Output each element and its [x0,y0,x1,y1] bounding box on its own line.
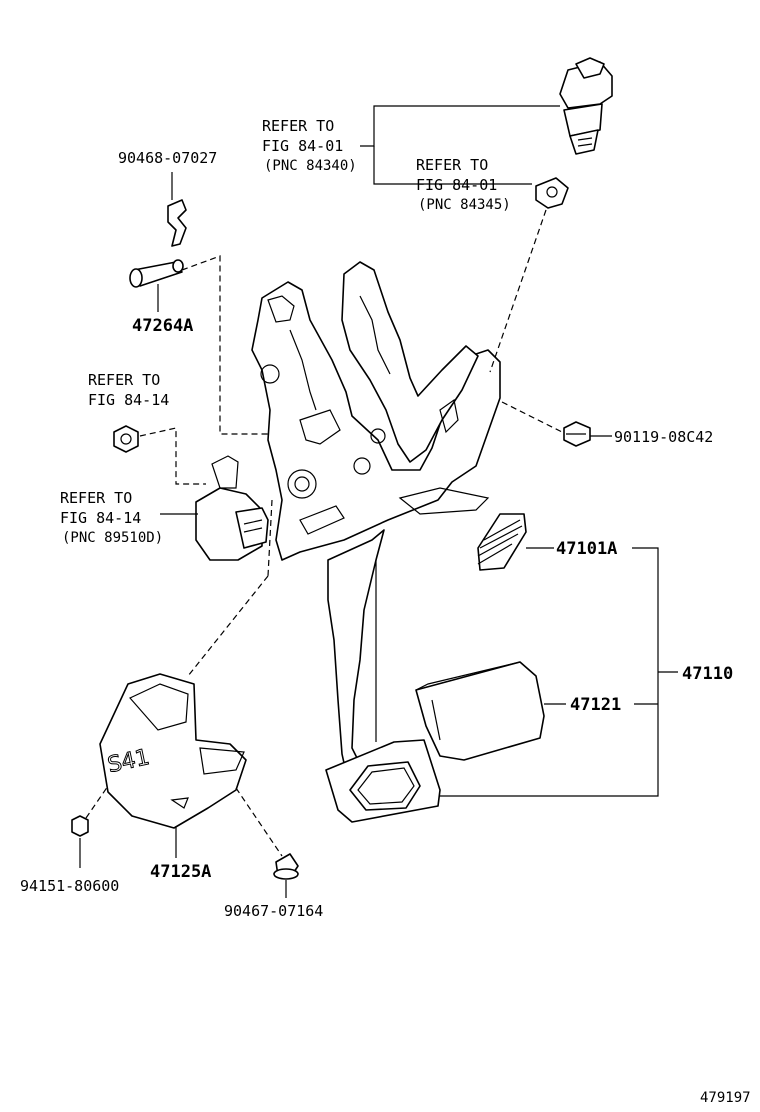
ref-84-01-leaders [360,105,560,185]
stop-lamp-switch-part [559,57,613,155]
part-label-nut: 94151-80600 [20,877,119,895]
ref-84-01-b-line3: (PNC 84345) [418,197,511,213]
assembly-bracket-lines [440,547,678,797]
pedal-cover-part [99,673,247,829]
part-label-clip: 90468-07027 [118,149,217,167]
part-label-bolt: 90119-08C42 [614,428,713,446]
ref-84-01-a-line1: REFER TO [262,117,334,135]
ref-nut-part [113,425,139,453]
part-label-spring: 47101A [556,539,617,559]
ref-fig-84-01-pnc-84340: REFER TO FIG 84-01 (PNC 84340) [262,117,357,174]
ref-84-14-b-line1: REFER TO [60,489,132,507]
return-spring-part [477,513,527,571]
stop-lamp-cushion-part [535,177,569,209]
part-label-assembly: 47110 [682,664,733,684]
ref-84-14-a-line2: FIG 84-14 [88,391,169,409]
nut-part [71,815,89,837]
screw-part [273,853,299,880]
figure-id: 479197 [700,1090,751,1106]
ref-84-14-a-line1: REFER TO [88,371,160,389]
part-label-pin: 47264A [132,316,193,336]
ref-84-01-a-line2: FIG 84-01 [262,137,343,155]
ref-84-14-b-line2: FIG 84-14 [60,509,141,527]
ref-fig-84-14-sensor: REFER TO FIG 84-14 (PNC 89510D) [60,489,163,546]
part-label-pad: 47121 [570,695,621,715]
part-label-screw: 90467-07164 [224,902,323,920]
part-label-cover: 47125A [150,862,211,882]
bolt-part [563,421,591,447]
pad-cover-part [415,661,545,761]
ref-fig-84-01-pnc-84345: REFER TO FIG 84-01 (PNC 84345) [416,156,511,213]
pedal-arm-part [327,529,385,773]
clip-part [167,199,187,247]
ref-84-14-b-line3: (PNC 89510D) [62,530,163,546]
ref-84-01-a-line3: (PNC 84340) [264,158,357,174]
pedal-support-bracket-part [251,261,501,561]
ref-fig-84-14-nut: REFER TO FIG 84-14 [88,371,169,409]
pedal-pad-part [325,739,441,823]
ref-84-01-b-line1: REFER TO [416,156,488,174]
ref-84-01-b-line2: FIG 84-01 [416,176,497,194]
pin-part [129,259,184,288]
stroke-sensor-part [195,455,269,561]
